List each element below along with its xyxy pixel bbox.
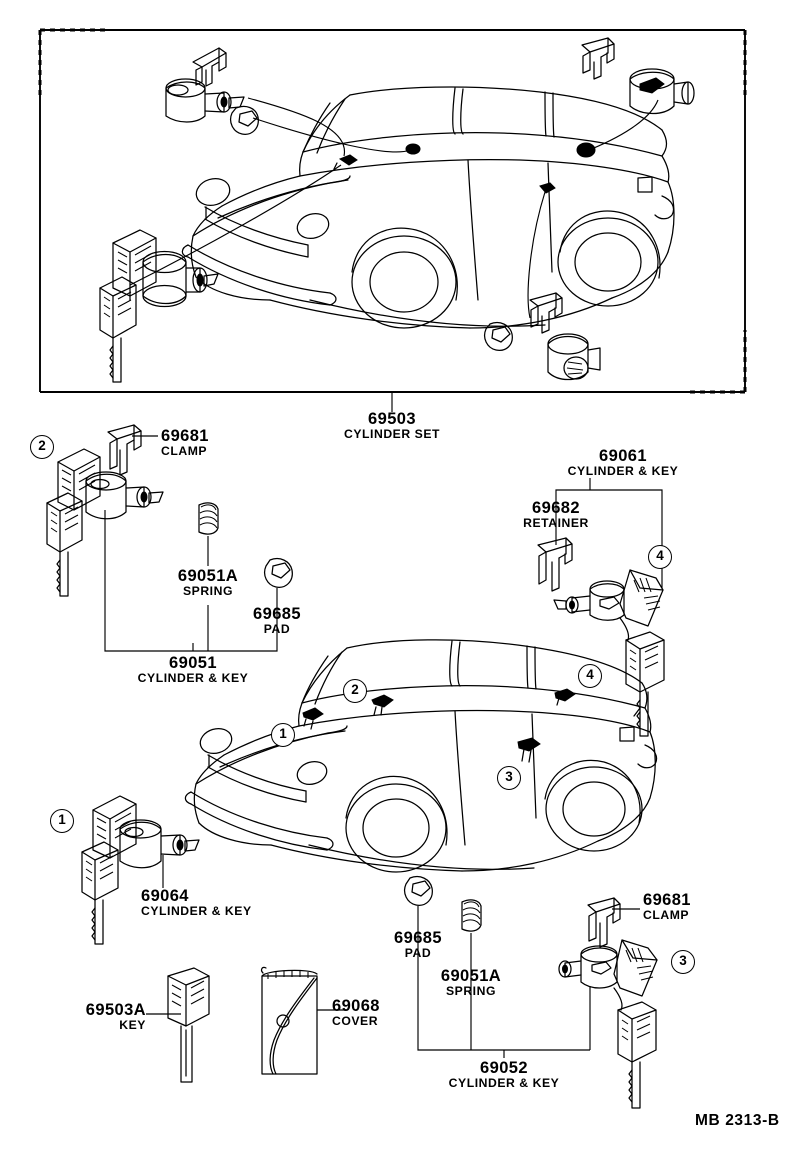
part-number-69051A-left: 69051A [177, 567, 239, 585]
part-number-69064: 69064 [141, 887, 189, 905]
part-number-69052: 69052 [480, 1059, 528, 1077]
label-69051: 69051 CYLINDER & KEY [138, 655, 249, 685]
part-name-69503: CYLINDER SET [344, 426, 440, 441]
part-number-69681-right: 69681 [643, 891, 691, 909]
callout-car-hood-lock[interactable]: 1 [271, 723, 295, 747]
top-door-cylinder-assembly [165, 47, 259, 135]
callout-car-door-lock[interactable]: 3 [497, 766, 521, 790]
callout-group-69061[interactable]: 4 [648, 545, 672, 569]
label-69685-left: 69685 PAD [253, 606, 301, 636]
top-trunk-cylinder-assembly [581, 37, 695, 115]
part-name-69682: RETAINER [523, 515, 589, 530]
part-name-69685-right: PAD [404, 945, 432, 960]
top-door-lock-lower-assembly [483, 292, 601, 381]
label-69503A: 69503A KEY [86, 1002, 146, 1032]
label-69061: 69061 CYLINDER & KEY [568, 448, 679, 478]
part-number-69681-left: 69681 [161, 427, 209, 445]
part-number-69685-right: 69685 [394, 929, 442, 947]
spring-69051A-left [198, 502, 219, 535]
top-panel-border [38, 28, 747, 394]
part-name-69068: COVER [332, 1013, 379, 1028]
label-69503: 69503 CYLINDER SET [344, 411, 440, 441]
part-name-69061: CYLINDER & KEY [567, 463, 679, 478]
label-69682: 69682 RETAINER [523, 500, 589, 530]
group-69051-art [46, 424, 293, 652]
label-69681-right: 69681 CLAMP [643, 892, 691, 922]
part-number-69503A: 69503A [85, 1001, 146, 1019]
part-name-69681-left: CLAMP [161, 443, 208, 458]
part-name-69051A-left: SPRING [182, 583, 234, 598]
callout-car-ignition[interactable]: 2 [343, 679, 367, 703]
part-number-69051: 69051 [169, 654, 217, 672]
part-name-69685-left: PAD [263, 621, 291, 636]
label-69052: 69052 CYLINDER & KEY [449, 1060, 560, 1090]
callout-car-trunk-lock[interactable]: 4 [578, 664, 602, 688]
callout-group-69064[interactable]: 1 [50, 809, 74, 833]
part-number-69682: 69682 [532, 499, 580, 517]
cover-69068-art [260, 966, 345, 1075]
part-number-69503: 69503 [368, 410, 416, 428]
part-name-69052: CYLINDER & KEY [448, 1075, 560, 1090]
middle-car-illustration [184, 639, 658, 873]
diagram-code: MB 2313-B [695, 1112, 780, 1129]
part-number-69061: 69061 [599, 447, 647, 465]
group-69052-art [403, 875, 658, 1109]
label-69051A-left: 69051A SPRING [178, 568, 238, 598]
callout-group-69052[interactable]: 3 [671, 950, 695, 974]
part-number-69051A-right: 69051A [440, 967, 502, 985]
part-name-69503A: KEY [119, 1017, 146, 1032]
label-69051A-right: 69051A SPRING [441, 968, 501, 998]
top-car-illustration [99, 37, 695, 383]
pad-69685-left [263, 557, 293, 588]
part-name-69051: CYLINDER & KEY [137, 670, 249, 685]
label-69685-right: 69685 PAD [394, 930, 442, 960]
part-name-69051A-right: SPRING [445, 983, 497, 998]
part-name-69681-right: CLAMP [643, 907, 690, 922]
label-69681-left: 69681 CLAMP [161, 428, 209, 458]
key-69503A-art [146, 967, 210, 1083]
part-name-69064: CYLINDER & KEY [141, 903, 252, 918]
part-number-69068: 69068 [332, 997, 380, 1015]
top-ignition-cylinder-with-key [99, 229, 219, 383]
callout-group-69051[interactable]: 2 [30, 435, 54, 459]
part-number-69685-left: 69685 [253, 605, 301, 623]
group-69064-art [81, 795, 200, 945]
label-69068: 69068 COVER [332, 998, 380, 1028]
label-69064: 69064 CYLINDER & KEY [141, 888, 252, 918]
